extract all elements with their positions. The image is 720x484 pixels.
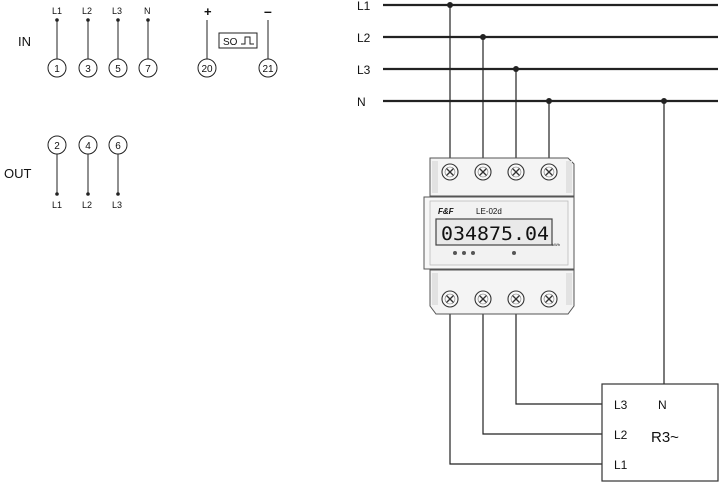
out-terminal-phase: L1 — [52, 200, 62, 210]
out-terminal-phase: L3 — [112, 200, 122, 210]
load-label: R3~ — [651, 429, 679, 446]
screw-terminal-icon — [507, 290, 525, 308]
pulse-waveform-icon — [241, 36, 254, 45]
in-terminal-phase: L1 — [52, 6, 62, 16]
in-terminal-number: 5 — [115, 64, 121, 75]
load-neutral: N — [658, 398, 667, 412]
out-terminal-l2: 4 L2 — [78, 135, 98, 210]
in-terminal-n: N 7 — [138, 6, 158, 78]
pulse-minus: – — [264, 3, 272, 19]
bottom-terminal-block — [441, 290, 558, 308]
top-terminal-block — [441, 163, 558, 181]
load-box — [601, 383, 719, 482]
supply-line-label: N — [357, 95, 366, 109]
in-terminal-phase: L3 — [112, 6, 122, 16]
meter-brand-logo: F&F — [438, 207, 455, 216]
pulse-plus: + — [204, 4, 212, 19]
screw-terminal-icon — [441, 163, 459, 181]
out-terminal-number: 2 — [54, 141, 60, 152]
screw-terminal-icon — [540, 290, 558, 308]
supply-line-label: L1 — [357, 0, 371, 13]
screw-terminal-icon — [441, 290, 459, 308]
out-terminal-number: 4 — [85, 141, 91, 152]
out-terminal-l3: 6 L3 — [108, 135, 128, 210]
meter-unit: kWh — [552, 242, 560, 247]
load-input-l2: L2 — [614, 428, 628, 442]
screw-terminal-icon — [474, 163, 492, 181]
meter-reading: 034875.04 — [441, 223, 549, 245]
in-terminal-number: 3 — [85, 64, 91, 75]
meter-model: LE-02d — [476, 207, 502, 216]
screw-terminal-icon — [507, 163, 525, 181]
pulse-output: + – SO 20 21 — [197, 3, 278, 78]
pulse-plus-terminal: 20 — [201, 64, 213, 75]
in-terminal-number: 7 — [145, 64, 151, 75]
in-label: IN — [18, 34, 31, 49]
in-terminal-l1: L1 1 — [47, 6, 67, 78]
load-input-l1: L1 — [614, 458, 628, 472]
meter-lcd — [435, 218, 553, 246]
load-input-l3: L3 — [614, 398, 628, 412]
in-terminal-l3: L3 5 — [108, 6, 128, 78]
out-terminal-phase: L2 — [82, 200, 92, 210]
pulse-minus-terminal: 21 — [262, 64, 274, 75]
screw-terminal-icon — [540, 163, 558, 181]
junction-dots — [447, 2, 667, 104]
out-terminal-number: 6 — [115, 141, 121, 152]
load-r3: L3 L2 L1 N R3~ — [601, 383, 719, 482]
out-terminal-l1: 2 L1 — [47, 135, 67, 210]
out-label: OUT — [4, 166, 32, 181]
in-terminal-l2: L2 3 — [78, 6, 98, 78]
supply-line-label: L2 — [357, 31, 371, 45]
so-label: SO — [223, 37, 238, 48]
in-terminal-phase: N — [144, 6, 151, 16]
in-terminal-number: 1 — [54, 64, 60, 75]
supply-line-label: L3 — [357, 63, 371, 77]
energy-meter: F&F LE-02d 034875.04 kWh — [423, 157, 575, 315]
meter-indicator-leds — [453, 251, 516, 255]
screw-terminal-icon — [474, 290, 492, 308]
in-terminal-phase: L2 — [82, 6, 92, 16]
